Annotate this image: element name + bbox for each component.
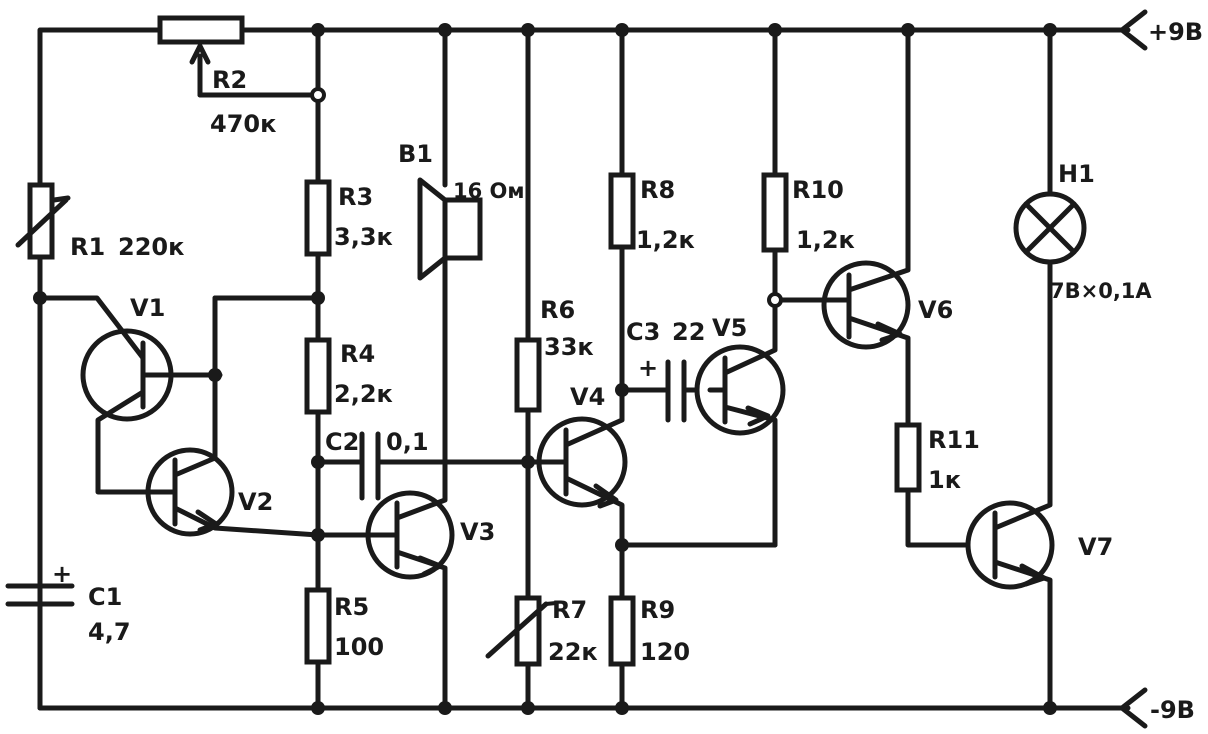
c3-value: 22	[672, 318, 705, 346]
v6-ref: V6	[918, 296, 953, 324]
negative-terminal-label: -9В	[1150, 696, 1195, 724]
transistor-v2: V2	[145, 295, 321, 538]
capacitor-c3: + C3 22	[619, 318, 713, 423]
junction-dots	[33, 23, 1057, 715]
negative-terminal[interactable]: -9В	[1119, 687, 1195, 729]
b1-ref: B1	[398, 140, 433, 168]
resistor-r8: R8 1,2к	[608, 27, 695, 393]
r4-ref: R4	[340, 340, 375, 368]
r1-value: 220к	[118, 233, 184, 261]
c1-ref: C1	[88, 583, 122, 611]
positive-terminal[interactable]: +9В	[1119, 9, 1203, 51]
v5-ref: V5	[712, 314, 747, 342]
v2-ref: V2	[238, 488, 273, 516]
capacitor-c2: C2 0,1	[315, 428, 531, 501]
resistor-r9: R9 120	[608, 542, 690, 711]
r8-ref: R8	[640, 176, 675, 204]
r5-value: 100	[334, 633, 384, 661]
transistor-v1: V1	[37, 294, 223, 495]
r9-value: 120	[640, 638, 690, 666]
resistor-r10: R10 1,2к	[761, 27, 855, 303]
resistor-r3: R3 3,3к	[304, 27, 393, 301]
resistor-r7: R7 22к	[485, 595, 598, 711]
positive-terminal-label: +9В	[1148, 18, 1203, 46]
v4-ref: V4	[570, 383, 605, 411]
c3-ref: C3	[626, 318, 660, 346]
r7-ref: R7	[552, 596, 587, 624]
transistor-v5: V5	[694, 297, 786, 548]
v7-ref: V7	[1078, 533, 1113, 561]
r1-ref: R1	[70, 233, 105, 261]
r2-ref: R2	[212, 66, 247, 94]
r8-value: 1,2к	[636, 226, 695, 254]
r7-value: 22к	[548, 638, 598, 666]
c3-polarity: +	[638, 354, 658, 382]
negative-rail	[37, 557, 1131, 711]
resistor-r4: R4 2,2к	[304, 295, 393, 593]
r6-ref: R6	[540, 296, 575, 324]
transistor-v7: V7	[965, 262, 1113, 711]
r10-value: 1,2к	[796, 226, 855, 254]
transistor-v6: V6	[772, 27, 953, 428]
r4-value: 2,2к	[334, 380, 393, 408]
resistor-r5: R5 100	[304, 587, 384, 711]
c2-value: 0,1	[386, 428, 429, 456]
r9-ref: R9	[640, 596, 675, 624]
resistor-r1: R1 220к	[15, 127, 184, 301]
transistor-v4: V4	[525, 383, 628, 548]
lamp-h1: H1 7В×0,1А	[1013, 27, 1152, 303]
h1-ref: H1	[1058, 160, 1095, 188]
resistor-r2: R2 470к	[157, 15, 321, 138]
r5-ref: R5	[334, 593, 369, 621]
resistor-r6: R6 33к	[514, 27, 594, 601]
h1-value: 7В×0,1А	[1050, 279, 1152, 303]
capacitor-c1: + C1 4,7	[5, 295, 131, 711]
r10-ref: R10	[792, 176, 844, 204]
c2-ref: C2	[325, 428, 359, 456]
c1-value: 4,7	[88, 618, 131, 646]
r6-value: 33к	[544, 333, 594, 361]
positive-rail	[37, 27, 1131, 133]
v1-ref: V1	[130, 294, 165, 322]
b1-value: 16 Ом	[453, 179, 525, 203]
r11-value: 1к	[928, 466, 961, 494]
r3-value: 3,3к	[334, 223, 393, 251]
speaker-b1: B1 16 Ом	[398, 27, 525, 281]
r3-ref: R3	[338, 183, 373, 211]
r11-ref: R11	[928, 426, 980, 454]
c1-polarity: +	[52, 560, 72, 588]
r2-value: 470к	[210, 110, 276, 138]
v3-ref: V3	[460, 518, 495, 546]
transistor-v3: V3	[315, 255, 495, 711]
